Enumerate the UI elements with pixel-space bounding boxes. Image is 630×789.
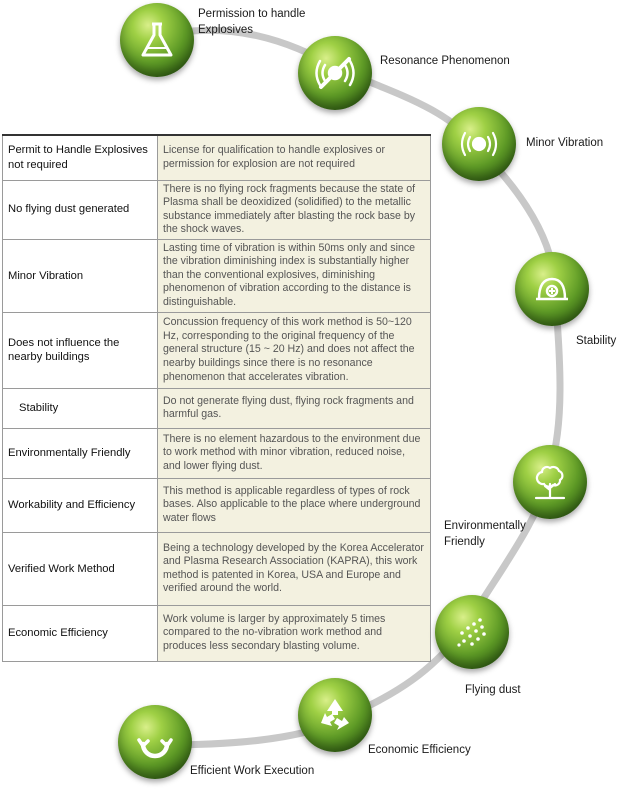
row-label: Stability bbox=[2, 387, 158, 429]
row-label: Does not influence the nearby buildings bbox=[2, 311, 158, 389]
node-label: Permission to handle Explosives bbox=[198, 8, 306, 36]
node-efficient-work bbox=[118, 705, 192, 779]
node-label: Stability bbox=[576, 335, 617, 347]
table-row: Environmentally Friendly There is no ele… bbox=[2, 427, 431, 479]
vibration-icon bbox=[460, 131, 498, 157]
node-label: Efficient Work Execution bbox=[190, 765, 315, 777]
dust-icon bbox=[457, 618, 486, 647]
row-description: Do not generate flying dust, flying rock… bbox=[157, 387, 431, 429]
node-label: Minor Vibration bbox=[526, 137, 604, 149]
table-row: Minor Vibration Lasting time of vibratio… bbox=[2, 238, 431, 313]
node-environment bbox=[513, 445, 587, 519]
table-row: Stability Do not generate flying dust, f… bbox=[2, 387, 431, 429]
recycle-icon bbox=[321, 699, 349, 730]
row-label: Minor Vibration bbox=[2, 238, 158, 313]
features-table: Permit to Handle Explosives not required… bbox=[2, 134, 431, 662]
table-row: Permit to Handle Explosives not required… bbox=[2, 134, 431, 181]
node-label: Environmentally Friendly bbox=[444, 520, 526, 548]
row-description: Lasting time of vibration is within 50ms… bbox=[157, 238, 431, 313]
node-label: Flying dust bbox=[465, 684, 521, 696]
row-label: Verified Work Method bbox=[2, 531, 158, 606]
node-stability bbox=[515, 252, 589, 326]
node-label: Resonance Phenomenon bbox=[380, 55, 510, 67]
row-description: Being a technology developed by the Kore… bbox=[157, 531, 431, 606]
node-resonance bbox=[298, 36, 372, 110]
node-label: Economic Efficiency bbox=[368, 744, 471, 756]
row-label: No flying dust generated bbox=[2, 179, 158, 240]
row-description: License for qualification to handle expl… bbox=[157, 134, 431, 181]
node-minor-vibration bbox=[442, 107, 516, 181]
table-row: Economic Efficiency Work volume is large… bbox=[2, 604, 431, 662]
table-row: Verified Work Method Being a technology … bbox=[2, 531, 431, 606]
row-description: There is no flying rock fragments becaus… bbox=[157, 179, 431, 240]
row-label: Economic Efficiency bbox=[2, 604, 158, 662]
node-economic-efficiency bbox=[298, 678, 372, 752]
node-flying-dust bbox=[435, 595, 509, 669]
node-permission bbox=[120, 3, 194, 77]
table-row: No flying dust generated There is no fly… bbox=[2, 179, 431, 240]
table-row: Workability and Efficiency This method i… bbox=[2, 477, 431, 533]
row-description: This method is applicable regardless of … bbox=[157, 477, 431, 533]
flask-icon bbox=[141, 22, 173, 57]
hard-hat-icon bbox=[536, 277, 568, 301]
row-label: Permit to Handle Explosives not required bbox=[2, 134, 158, 181]
table-row: Does not influence the nearby buildings … bbox=[2, 311, 431, 389]
row-label: Workability and Efficiency bbox=[2, 477, 158, 533]
no-resonance-icon bbox=[315, 57, 355, 89]
row-description: There is no element hazardous to the env… bbox=[157, 427, 431, 479]
row-description: Work volume is larger by approximately 5… bbox=[157, 604, 431, 662]
row-description: Concussion frequency of this work method… bbox=[157, 311, 431, 389]
row-label: Environmentally Friendly bbox=[2, 427, 158, 479]
tree-icon bbox=[534, 465, 566, 500]
cycle-arrows-icon bbox=[137, 738, 173, 759]
